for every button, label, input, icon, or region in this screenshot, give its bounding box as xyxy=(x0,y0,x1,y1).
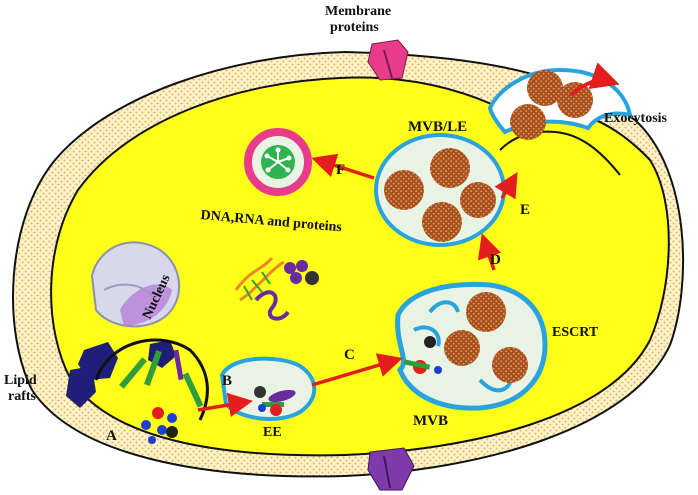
released-exosomes xyxy=(510,70,593,140)
step-e-label: E xyxy=(520,202,530,218)
mvb-exosomes xyxy=(444,292,528,383)
exocytosis-channel xyxy=(499,130,621,176)
membrane-protein-top xyxy=(367,39,409,81)
lipid-rafts-label-2: rafts xyxy=(8,389,37,404)
membrane-proteins-label-1: Membrane xyxy=(325,4,391,19)
escrt-label: ESCRT xyxy=(552,325,599,340)
late-endosome-exosomes xyxy=(384,148,496,242)
nucleus xyxy=(90,241,181,328)
endocytic-invagination xyxy=(94,338,209,421)
step-d-label: D xyxy=(490,252,501,268)
raft-lipids xyxy=(119,349,204,408)
early-endosome-cargo xyxy=(254,386,296,416)
step-a-label: A xyxy=(106,428,117,444)
step-c-label: C xyxy=(344,347,355,363)
pathway-arrows xyxy=(197,153,518,417)
lipid-rafts-label-1: Lipid xyxy=(4,373,37,388)
exocytosis-label: Exocytosis xyxy=(604,111,668,126)
cargo-molecules-a xyxy=(141,407,178,444)
lipid-rafts xyxy=(66,340,176,408)
membrane-proteins-label-2: proteins xyxy=(330,20,379,35)
ee-label: EE xyxy=(263,425,282,440)
dna-rna-proteins-icon xyxy=(234,256,319,321)
step-b-label: B xyxy=(222,373,232,389)
membrane-protein-bottom xyxy=(367,447,415,491)
mvb-le-label: MVB/LE xyxy=(408,119,467,135)
early-endosome xyxy=(219,356,317,421)
mvb-cargo xyxy=(403,336,442,374)
degradation-body xyxy=(244,128,312,196)
exocytosis-arrow xyxy=(568,62,620,97)
mvb-label: MVB xyxy=(413,413,448,429)
step-f-label: F xyxy=(336,162,345,178)
